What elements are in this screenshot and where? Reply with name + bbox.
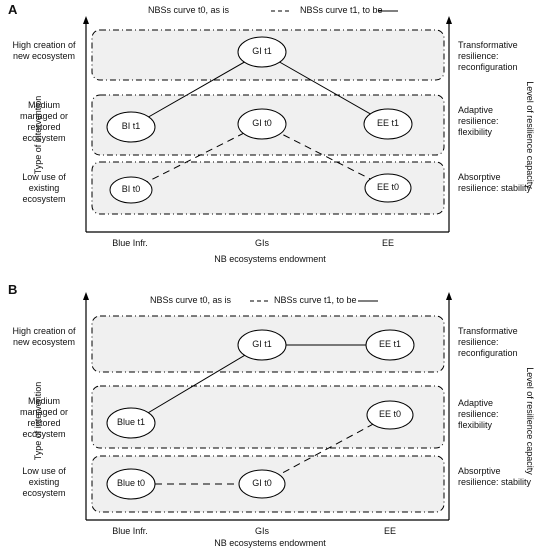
- x-axis-label: NB ecosystems endowment: [214, 538, 326, 548]
- curve-t0-right: [261, 414, 391, 485]
- column-label-gis: GIs: [254, 526, 269, 536]
- node-bi-t1: BI t1: [121, 121, 141, 131]
- node-ee-t1: EE t1: [376, 118, 399, 128]
- panel-a: A NBSs curve t0, as is NBSs curve t1, to…: [0, 0, 536, 272]
- y-axis-label: Type of intervention: [33, 381, 43, 461]
- node-gi-t0: GI t0: [252, 478, 272, 488]
- node-ee-t0: EE t0: [376, 182, 399, 192]
- row-label-high: High creation of new ecosystem: [12, 326, 76, 347]
- right-axis-arrow: [446, 16, 452, 24]
- resilience-label-absorptive: Absorptive resilience: stability: [458, 172, 532, 193]
- row-label-low: Low use of existing ecosystem: [22, 172, 66, 204]
- resilience-label-transformative: Transformative resilience: reconfigurati…: [458, 326, 518, 358]
- node-gi-t0-shape: [237, 108, 287, 140]
- node-bi-t0: BI t0: [121, 184, 141, 194]
- resilience-label-adaptive: Adaptive resilience: flexibility: [458, 398, 499, 430]
- row-label-high: High creation of new ecosystem: [12, 40, 76, 61]
- panel-b-graphics: [83, 292, 452, 521]
- column-label-ee: EE: [383, 526, 396, 536]
- row-label-medium: Medium managed or restored ecosystem: [19, 100, 69, 143]
- panel-label: A: [8, 2, 18, 17]
- node-ee-t1-shape: [365, 329, 415, 361]
- resilience-label-transformative: Transformative resilience: reconfigurati…: [458, 40, 518, 72]
- node-ee-t0-shape: [364, 173, 412, 203]
- row-label-medium: Medium managed or restored ecosystem: [19, 396, 69, 439]
- right-axis-label: Level of resilience capacity: [525, 367, 535, 475]
- column-label-ee: EE: [381, 238, 394, 248]
- y-axis-label: Type of intervention: [33, 95, 43, 175]
- node-blue-t1-shape: [106, 407, 156, 439]
- node-ee-t1: EE t1: [378, 339, 401, 349]
- row-label-low: Low use of existing ecosystem: [22, 466, 66, 498]
- node-bi-t0-shape: [109, 176, 153, 204]
- legend-to-be: NBSs curve t1, to be: [300, 5, 383, 15]
- node-gi-t1-shape: [237, 36, 287, 68]
- node-blue-t1: Blue t1: [116, 417, 146, 427]
- column-label-blue-infr: Blue Infr.: [112, 238, 148, 248]
- resilience-label-adaptive: Adaptive resilience: flexibility: [458, 105, 499, 137]
- x-axis-label: NB ecosystems endowment: [214, 254, 326, 264]
- resilience-label-absorptive: Absorptive resilience: stability: [458, 466, 532, 487]
- node-ee-t1-shape: [363, 108, 413, 140]
- node-gi-t1-shape: [237, 329, 287, 361]
- curve-t1-left: [130, 344, 263, 424]
- node-gi-t0-shape: [238, 469, 286, 499]
- node-gi-t1: GI t1: [252, 339, 272, 349]
- row-band-medium: [91, 385, 445, 449]
- node-blue-t0: Blue t0: [116, 478, 146, 488]
- node-gi-t0: GI t0: [252, 118, 272, 128]
- panel-label: B: [8, 282, 18, 297]
- curve-t1-right: [261, 51, 389, 125]
- legend-as-is: NBSs curve t0, as is: [148, 5, 230, 15]
- panel-a-graphics: [83, 10, 452, 233]
- legend-to-be: NBSs curve t1, to be: [274, 295, 357, 305]
- node-blue-t0-shape: [106, 468, 156, 500]
- node-bi-t1-shape: [106, 111, 156, 143]
- legend-as-is: NBSs curve t0, as is: [150, 295, 232, 305]
- column-label-gis: GIs: [254, 238, 269, 248]
- node-ee-t0: EE t0: [378, 409, 401, 419]
- right-axis-label: Level of resilience capacity: [525, 81, 535, 189]
- panel-b: B NBSs curve t0, as is NBSs curve t1, to…: [0, 276, 536, 548]
- row-band-low: [91, 161, 445, 215]
- right-axis-arrow: [446, 292, 452, 300]
- y-axis-arrow: [83, 292, 89, 300]
- column-label-blue-infr: Blue Infr.: [112, 526, 148, 536]
- y-axis-arrow: [83, 16, 89, 24]
- node-gi-t1: GI t1: [252, 46, 272, 56]
- curve-t0-left: [130, 123, 263, 191]
- curve-t1-left: [130, 51, 263, 128]
- node-ee-t0-shape: [366, 400, 414, 430]
